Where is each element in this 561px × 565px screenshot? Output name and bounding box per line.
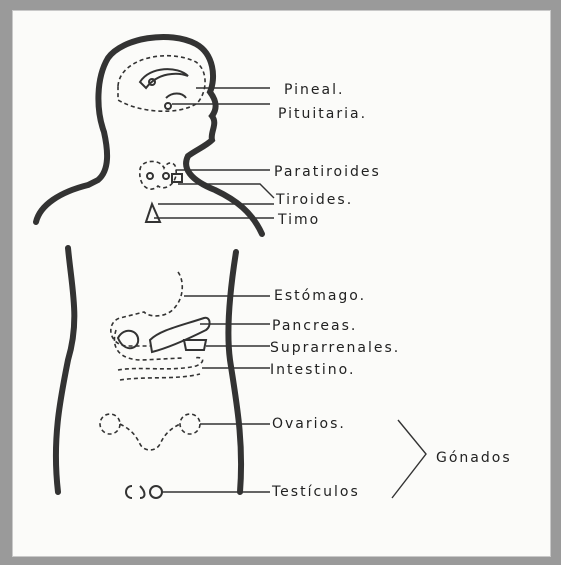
torso-outline: [56, 248, 241, 492]
thyroid-organ: [140, 161, 182, 189]
testes-organ: [126, 486, 162, 498]
label-pancreas: Pancreas.: [272, 318, 357, 334]
label-paratiroides: Paratiroides: [274, 164, 381, 180]
label-timo: Timo: [277, 212, 320, 228]
label-intestino: Intestino.: [270, 362, 355, 378]
pituitary-organ: [165, 94, 186, 110]
ovaries-organ: [100, 414, 200, 450]
label-group: Pineal. Pituitaria. Paratiroides Tiroide…: [270, 82, 512, 500]
label-tiroides: Tiroides.: [275, 192, 353, 208]
thymus-organ: [146, 204, 160, 222]
label-ovarios: Ovarios.: [272, 416, 346, 432]
label-suprarrenales: Suprarrenales.: [270, 340, 400, 356]
label-pituitaria: Pituitaria.: [278, 106, 367, 122]
label-estomago: Estómago.: [274, 288, 366, 304]
label-gonadas: Gónados: [436, 450, 512, 466]
brain-organ: [118, 56, 205, 112]
label-pineal: Pineal.: [284, 82, 344, 98]
label-testiculos: Testículos: [271, 484, 360, 500]
abdomen-organs: [111, 272, 210, 380]
